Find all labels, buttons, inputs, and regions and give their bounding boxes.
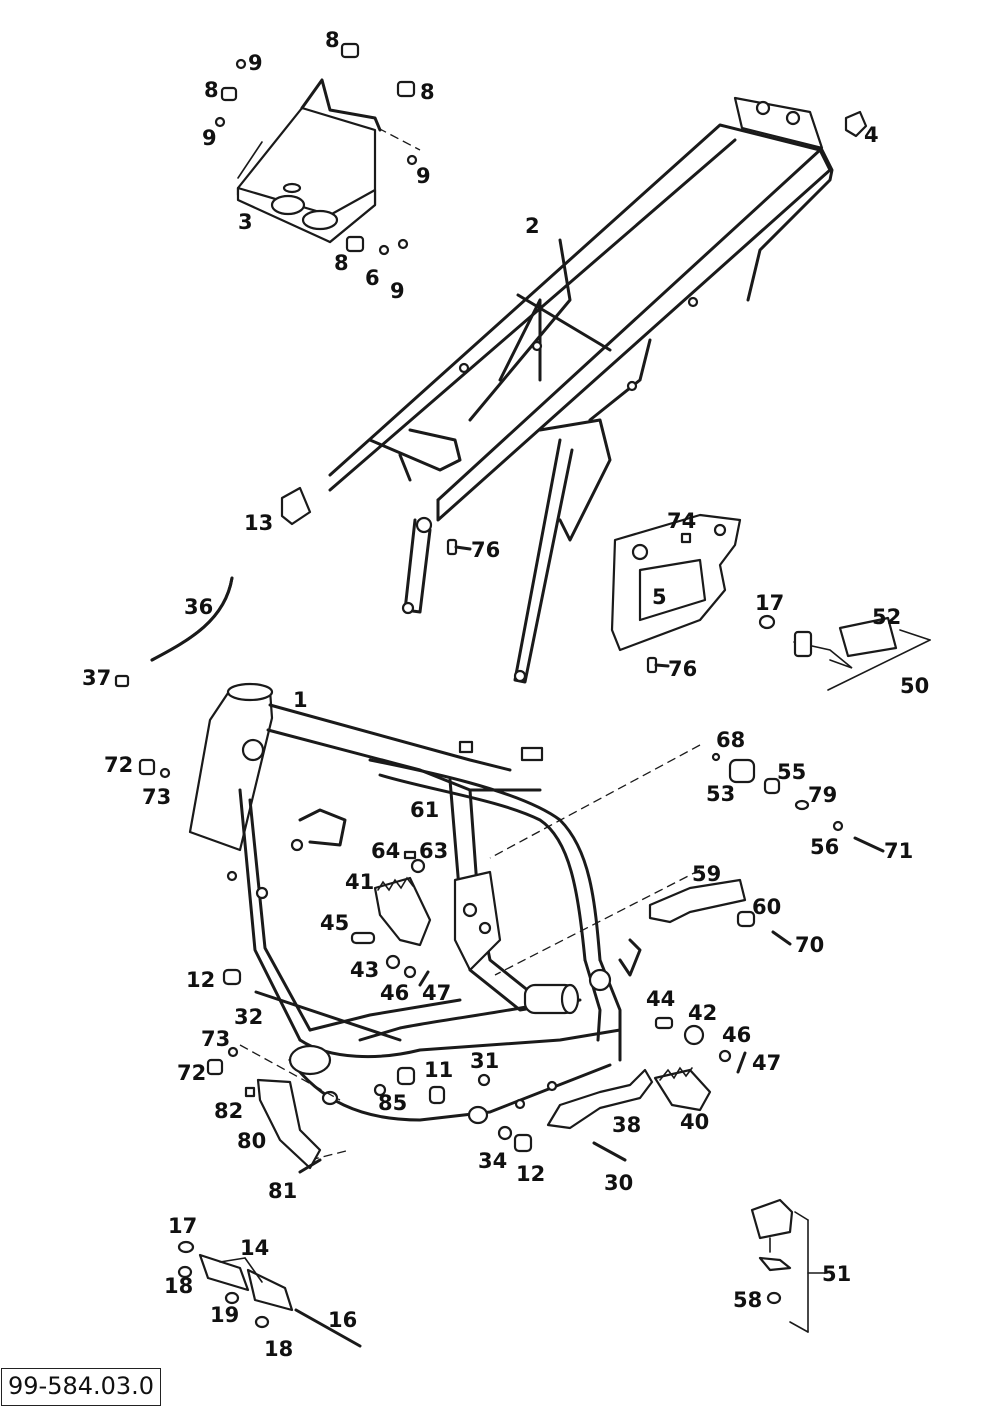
footpeg-left-drawing [350,850,432,987]
document-code: 99-584.03.0 [8,1372,155,1400]
part-label-79: 79 [808,783,837,807]
part-label-64: 64 [371,839,400,863]
part-label-72: 72 [104,753,133,777]
part-label-8: 8 [325,28,340,52]
footrest-assembly-drawing [758,614,931,691]
part-label-82: 82 [214,1099,243,1123]
part-label-3: 3 [238,210,253,234]
part-label-55: 55 [777,760,806,784]
part-label-8: 8 [420,80,435,104]
part-label-46: 46 [380,981,409,1005]
part-label-40: 40 [680,1110,709,1134]
part-label-31: 31 [470,1049,499,1073]
part-label-8: 8 [204,78,219,102]
part-label-30: 30 [604,1171,633,1195]
leader-lines [219,1257,828,1283]
part-label-42: 42 [688,1001,717,1025]
part-label-1: 1 [293,688,308,712]
pivot-bolt-32-drawing [222,968,402,1042]
part-label-47: 47 [422,981,451,1005]
part-label-74: 74 [667,509,696,533]
part-label-80: 80 [237,1129,266,1153]
part-label-63: 63 [419,839,448,863]
skid-plate-hardware [214,42,418,256]
part-label-85: 85 [378,1091,407,1115]
part-label-5: 5 [652,585,667,609]
part-label-81: 81 [268,1179,297,1203]
part-label-56: 56 [810,835,839,859]
part-label-12: 12 [186,968,215,992]
part-label-34: 34 [478,1149,507,1173]
part-label-73: 73 [142,785,171,809]
part-label-44: 44 [646,987,675,1011]
part-label-43: 43 [350,958,379,982]
part-label-38: 38 [612,1113,641,1137]
part-label-2: 2 [525,214,540,238]
part-label-14: 14 [240,1236,269,1260]
part-label-52: 52 [872,605,901,629]
part-label-60: 60 [752,895,781,919]
bracket-13-drawing [280,486,312,526]
part-label-11: 11 [424,1058,453,1082]
part-label-17: 17 [168,1214,197,1238]
hose-36-drawing [150,576,234,662]
chain-guard-drawing [206,1044,351,1174]
footpeg-pin-right-drawing [654,1016,747,1074]
part-label-45: 45 [320,911,349,935]
bush-34-12-drawing [497,1125,533,1153]
subframe-drawing [328,96,834,684]
part-label-13: 13 [244,511,273,535]
part-label-70: 70 [795,933,824,957]
part-label-59: 59 [692,862,721,886]
footrest-51-drawing [750,1198,809,1333]
part-label-71: 71 [884,839,913,863]
shift-pedal-drawing [546,1066,712,1162]
part-label-4: 4 [864,123,879,147]
main-frame-drawing [188,682,642,1125]
part-label-17: 17 [755,591,784,615]
part-label-61: 61 [410,798,439,822]
part-labels: 8 9 8 8 9 9 3 8 6 9 2 4 13 74 76 5 17 52… [82,28,929,1361]
part-label-18: 18 [164,1274,193,1298]
part-label-9: 9 [390,279,405,303]
bolt-76-upper-drawing [446,538,472,556]
part-label-9: 9 [248,51,263,75]
part-label-50: 50 [900,674,929,698]
part-label-6: 6 [365,266,380,290]
part-label-32: 32 [234,1005,263,1029]
part-label-47: 47 [752,1051,781,1075]
part-label-76: 76 [668,657,697,681]
part-label-68: 68 [716,728,745,752]
part-label-16: 16 [328,1308,357,1332]
part-label-73: 73 [201,1027,230,1051]
part-label-41: 41 [345,870,374,894]
part-label-36: 36 [184,595,213,619]
swingarm-bush-drawing [489,744,885,859]
part-label-9: 9 [416,164,431,188]
rubber-4-drawing [844,110,868,138]
part-label-18: 18 [264,1337,293,1361]
part-label-51: 51 [822,1262,851,1286]
part-label-46: 46 [722,1023,751,1047]
side-plate-drawing [610,513,742,674]
part-label-19: 19 [210,1303,239,1327]
lower-bushes-drawing [373,1066,491,1105]
part-label-72: 72 [177,1061,206,1085]
brake-lever-drawing [494,869,792,976]
part-label-8: 8 [334,251,349,275]
skid-plate-drawing [236,78,421,244]
part-label-9: 9 [202,126,217,150]
part-label-53: 53 [706,782,735,806]
part-label-12: 12 [516,1162,545,1186]
document-code-box: 99-584.03.0 [1,1368,162,1406]
sidestand-bracket-drawing [177,1240,362,1348]
screw-72-73-upper-drawing [138,758,171,779]
part-label-37: 37 [82,666,111,690]
part-label-58: 58 [733,1288,762,1312]
part-label-76: 76 [471,538,500,562]
